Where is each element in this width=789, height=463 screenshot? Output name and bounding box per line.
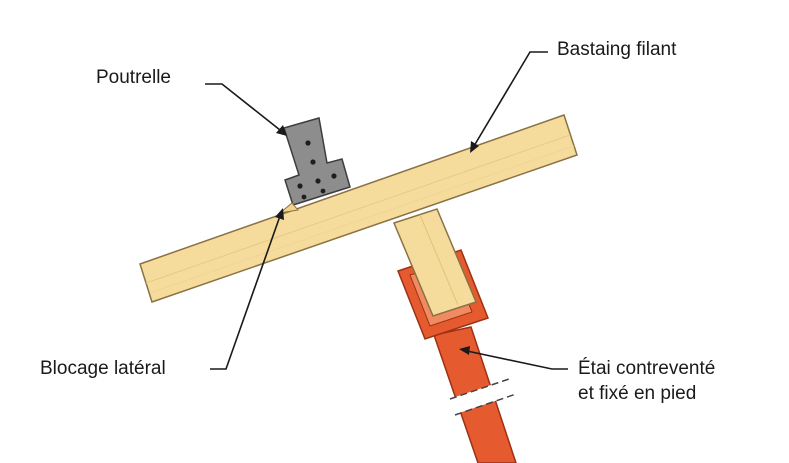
poutrelle-section (283, 117, 351, 206)
wooden-post (392, 208, 478, 317)
blocage-wedge (278, 202, 299, 214)
label-etai-line2: et fixé en pied (578, 383, 697, 404)
leader-blocage (210, 208, 284, 370)
leader-etai (459, 346, 568, 370)
label-poutrelle: Poutrelle (96, 67, 171, 88)
label-blocage-lateral: Blocage latéral (40, 358, 166, 379)
leader-poutrelle (205, 83, 287, 136)
label-bastaing-filant: Bastaing filant (557, 39, 677, 60)
poutrelle-bolts (297, 140, 337, 200)
label-etai-line1: Étai contreventé (578, 358, 716, 379)
leader-bastaing (470, 51, 548, 153)
prop-break-marks (449, 377, 517, 416)
